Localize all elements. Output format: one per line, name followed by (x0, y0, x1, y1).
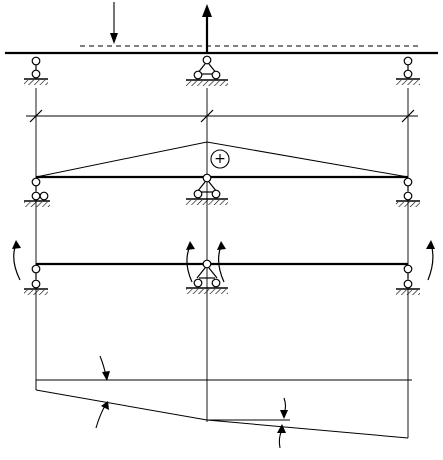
roller-support-icon (396, 56, 420, 85)
roller-support-icon (396, 177, 420, 207)
hatched-ground-icon (24, 202, 50, 207)
curved-moment-arrow-icon (186, 241, 195, 283)
curved-moment-arrow-icon (277, 424, 286, 449)
hatched-ground-icon (24, 80, 48, 85)
sloped-line (35, 389, 409, 439)
hatched-ground-icon (186, 289, 228, 294)
curved-moment-arrow-icon (280, 397, 288, 419)
curved-moment-arrow-icon (95, 401, 109, 429)
influence-line-row: + (24, 141, 420, 207)
roller-support-icon (24, 56, 48, 85)
pin-support-icon (186, 173, 228, 205)
curved-moment-arrow-icon (217, 241, 226, 283)
moment-row (12, 240, 435, 295)
downward-load-arrow-icon (110, 2, 118, 44)
hatched-ground-icon (396, 290, 420, 295)
tick-mark-icon (29, 109, 43, 123)
roller-support-icon (396, 264, 420, 295)
roller-support-icon (24, 264, 48, 295)
hatched-ground-icon (396, 80, 420, 85)
tick-mark-icon (401, 109, 415, 123)
upward-load-arrow-icon (202, 4, 212, 53)
pin-support-icon (186, 55, 228, 86)
dimension-row (26, 109, 418, 123)
hatched-ground-icon (24, 290, 48, 295)
pin-support-icon (186, 259, 228, 294)
circle-plus-icon: + (210, 149, 230, 169)
hatched-ground-icon (186, 81, 228, 86)
curved-moment-arrow-icon (99, 355, 110, 381)
curved-moment-arrow-icon (12, 240, 21, 281)
hatched-ground-icon (186, 200, 228, 205)
tick-mark-icon (200, 109, 214, 123)
curved-moment-arrow-icon (426, 240, 435, 281)
sign-symbol: + (214, 151, 226, 167)
loaded-beam-row (5, 2, 438, 86)
influence-triangle (35, 141, 409, 178)
roller-support-icon (24, 177, 50, 207)
bottom-diagram (35, 355, 412, 449)
hatched-ground-icon (396, 202, 420, 207)
